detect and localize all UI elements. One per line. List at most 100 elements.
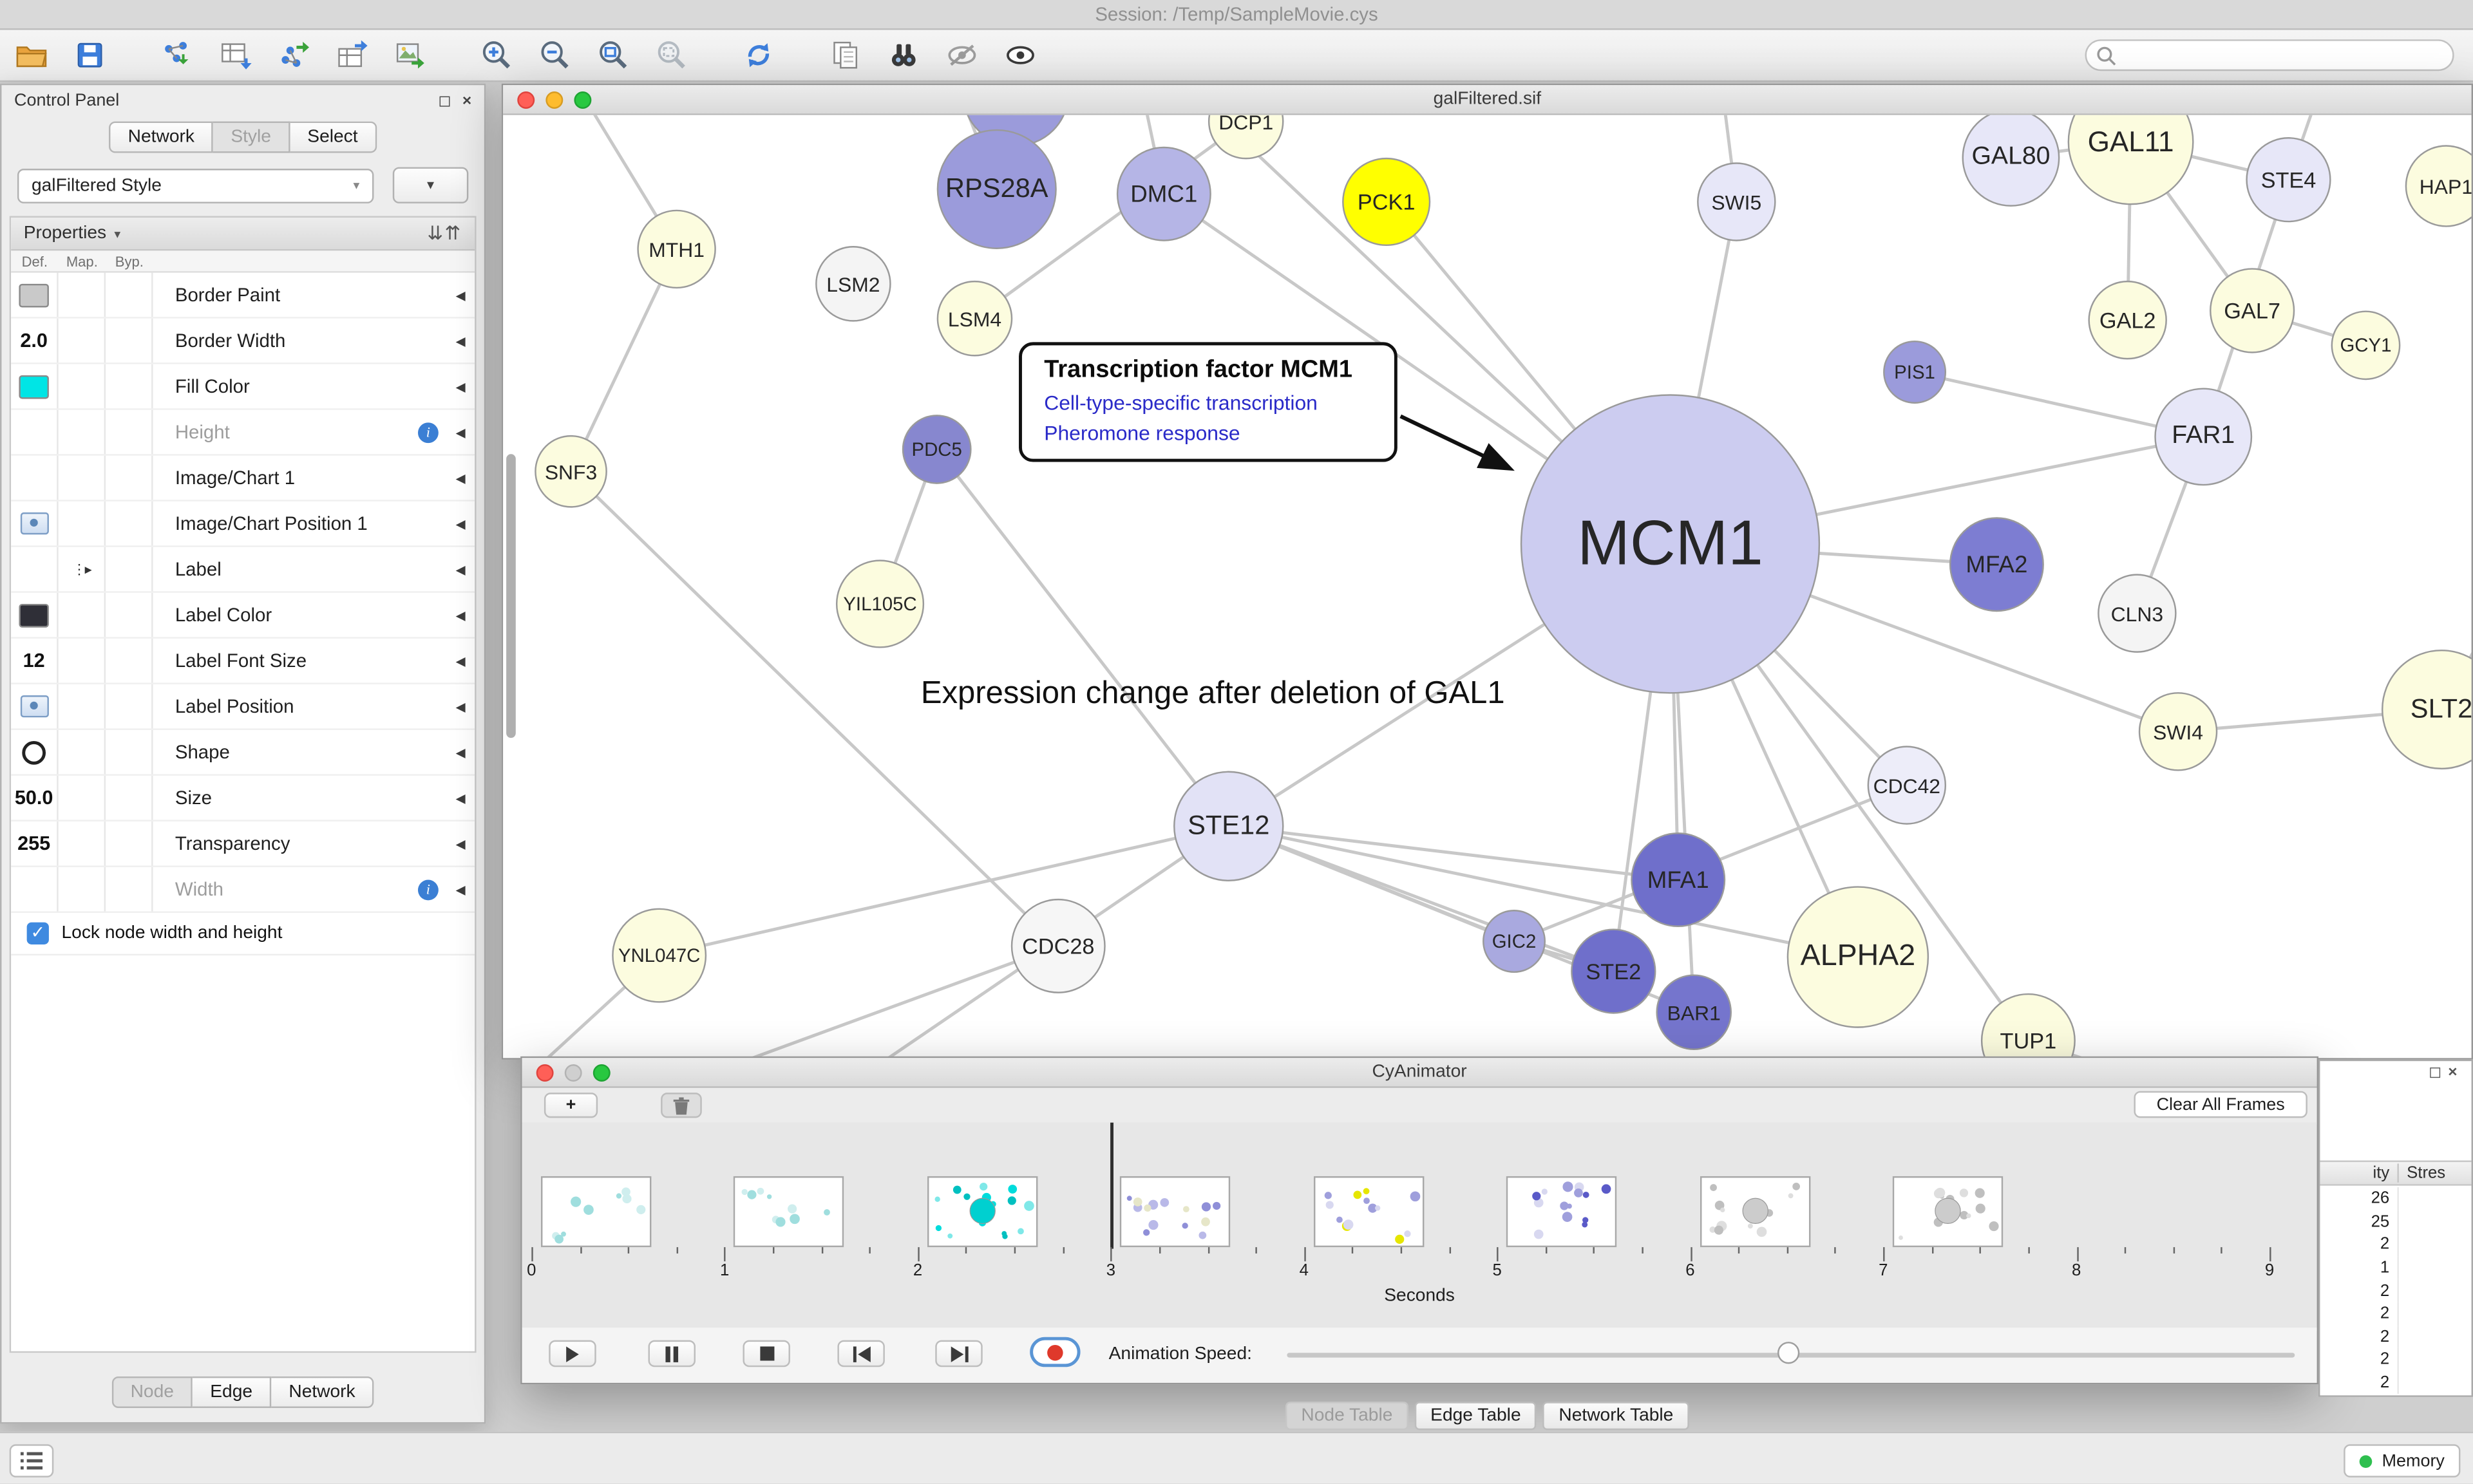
minimize-window-icon[interactable]: [545, 91, 564, 109]
network-node-cdc28[interactable]: CDC28: [1010, 898, 1106, 993]
zoom-window-icon[interactable]: [574, 91, 592, 109]
color-swatch[interactable]: [19, 603, 49, 627]
expand-row-icon[interactable]: ◀: [455, 882, 466, 897]
network-node-yil105c[interactable]: YIL105C: [835, 559, 925, 648]
position-widget-icon[interactable]: [19, 512, 48, 535]
network-node-gic2[interactable]: GIC2: [1483, 910, 1546, 973]
keyframe-thumbnail-7[interactable]: [1893, 1176, 2004, 1248]
zoom-in-icon[interactable]: [478, 36, 516, 74]
duplicate-icon[interactable]: [826, 36, 864, 74]
network-node-lsm2[interactable]: LSM2: [815, 246, 891, 322]
mapping-icon[interactable]: ⋮▸: [72, 560, 92, 577]
table-row[interactable]: 25: [2320, 1210, 2471, 1234]
play-button[interactable]: [549, 1340, 596, 1367]
network-node-mfa2[interactable]: MFA2: [1949, 517, 2044, 612]
expand-row-icon[interactable]: ◀: [455, 836, 466, 851]
expand-all-icon[interactable]: ⇈: [444, 222, 462, 245]
vertical-scrollbar[interactable]: [506, 454, 516, 738]
network-node-cdc42[interactable]: CDC42: [1867, 746, 1947, 825]
table-row[interactable]: 26: [2320, 1187, 2471, 1210]
table-row[interactable]: 2: [2320, 1325, 2471, 1349]
clear-all-frames-button[interactable]: Clear All Frames: [2134, 1091, 2307, 1118]
search-input[interactable]: [2116, 44, 2453, 66]
stop-button[interactable]: [743, 1340, 790, 1367]
network-node-bar1[interactable]: BAR1: [1656, 974, 1732, 1051]
keyframe-thumbnail-4[interactable]: [1313, 1176, 1424, 1248]
ellipse-shape-icon[interactable]: [22, 740, 46, 764]
network-node-lsm4[interactable]: LSM4: [936, 280, 1013, 357]
keyframe-thumbnail-6[interactable]: [1700, 1176, 1810, 1248]
network-canvas[interactable]: RPS28BRPS28ADCP1DMC1PCK1MTH1LSM2LSM4SWI5…: [503, 115, 2472, 1058]
close-panel-icon[interactable]: ×: [462, 92, 472, 110]
position-widget-icon[interactable]: [19, 695, 48, 718]
network-node-cln3[interactable]: CLN3: [2098, 574, 2177, 653]
hide-selected-icon[interactable]: [943, 36, 981, 74]
expand-row-icon[interactable]: ◀: [455, 562, 466, 577]
info-icon[interactable]: i: [417, 879, 439, 900]
property-row-label-color[interactable]: Label Color◀: [11, 592, 475, 639]
network-node-alpha2[interactable]: ALPHA2: [1786, 886, 1929, 1028]
style-select[interactable]: galFiltered Style ▾: [17, 167, 374, 203]
table-row[interactable]: 1: [2320, 1256, 2471, 1280]
memory-button[interactable]: Memory: [2344, 1444, 2461, 1478]
tab-network-table[interactable]: Network Table: [1542, 1402, 1689, 1431]
property-row-label[interactable]: ⋮▸Label◀: [11, 547, 475, 593]
property-row-image-chart-1[interactable]: Image/Chart 1◀: [11, 455, 475, 502]
zoom-window-icon[interactable]: [592, 1064, 611, 1082]
network-node-gal2[interactable]: GAL2: [2088, 280, 2167, 360]
network-node-mfa1[interactable]: MFA1: [1631, 832, 1726, 928]
zoom-selected-icon[interactable]: [653, 36, 691, 74]
network-node-pck1[interactable]: PCK1: [1342, 157, 1431, 247]
keyframe-thumbnail-1[interactable]: [734, 1176, 845, 1248]
timeline-playhead[interactable]: [1110, 1122, 1113, 1249]
table-row[interactable]: 2: [2320, 1371, 2471, 1395]
tab-edge-style[interactable]: Edge: [193, 1376, 272, 1408]
network-node-mcm1[interactable]: MCM1: [1520, 394, 1821, 694]
table-row[interactable]: 2: [2320, 1279, 2471, 1302]
network-node-ste2[interactable]: STE2: [1571, 928, 1656, 1014]
network-node-ste12[interactable]: STE12: [1173, 771, 1284, 881]
table-row[interactable]: 2: [2320, 1302, 2471, 1326]
expand-row-icon[interactable]: ◀: [455, 379, 466, 394]
network-caption[interactable]: Expression change after deletion of GAL1: [920, 676, 1505, 711]
expand-row-icon[interactable]: ◀: [455, 425, 466, 440]
table-row[interactable]: 2: [2320, 1348, 2471, 1372]
network-node-gal7[interactable]: GAL7: [2210, 268, 2295, 353]
network-node-swi5[interactable]: SWI5: [1697, 162, 1776, 241]
network-node-gal80[interactable]: GAL80: [1962, 115, 2060, 207]
network-node-gcy1[interactable]: GCY1: [2331, 310, 2401, 380]
tab-select[interactable]: Select: [290, 121, 377, 153]
float-panel-icon[interactable]: ◻: [2429, 1064, 2449, 1082]
open-session-icon[interactable]: [13, 36, 51, 74]
import-network-icon[interactable]: [158, 36, 196, 74]
network-node-swi4[interactable]: SWI4: [2138, 692, 2218, 771]
annotation-link[interactable]: Cell-type-specific transcription: [1044, 391, 1318, 415]
expand-row-icon[interactable]: ◀: [455, 471, 466, 485]
expand-row-icon[interactable]: ◀: [455, 287, 466, 302]
expand-row-icon[interactable]: ◀: [455, 791, 466, 805]
network-node-pis1[interactable]: PIS1: [1883, 340, 1947, 404]
annotation-box[interactable]: Transcription factor MCM1 Cell-type-spec…: [1019, 342, 1398, 462]
info-icon[interactable]: i: [417, 422, 439, 442]
export-image-icon[interactable]: [391, 36, 429, 74]
keyframe-thumbnail-0[interactable]: [541, 1176, 652, 1248]
network-node-snf3[interactable]: SNF3: [535, 435, 607, 508]
network-node-mth1[interactable]: MTH1: [637, 209, 716, 289]
network-node-ynl047c[interactable]: YNL047C: [612, 908, 707, 1003]
expand-row-icon[interactable]: ◀: [455, 653, 466, 668]
expand-row-icon[interactable]: ◀: [455, 608, 466, 623]
search-field[interactable]: [2085, 39, 2454, 71]
go-to-end-button[interactable]: [935, 1340, 983, 1367]
pause-button[interactable]: [648, 1340, 696, 1367]
expand-row-icon[interactable]: ◀: [455, 333, 466, 348]
first-neighbors-icon[interactable]: [885, 36, 923, 74]
table-row[interactable]: 2: [2320, 1233, 2471, 1257]
network-node-pdc5[interactable]: PDC5: [902, 415, 972, 484]
zoom-out-icon[interactable]: [536, 36, 574, 74]
